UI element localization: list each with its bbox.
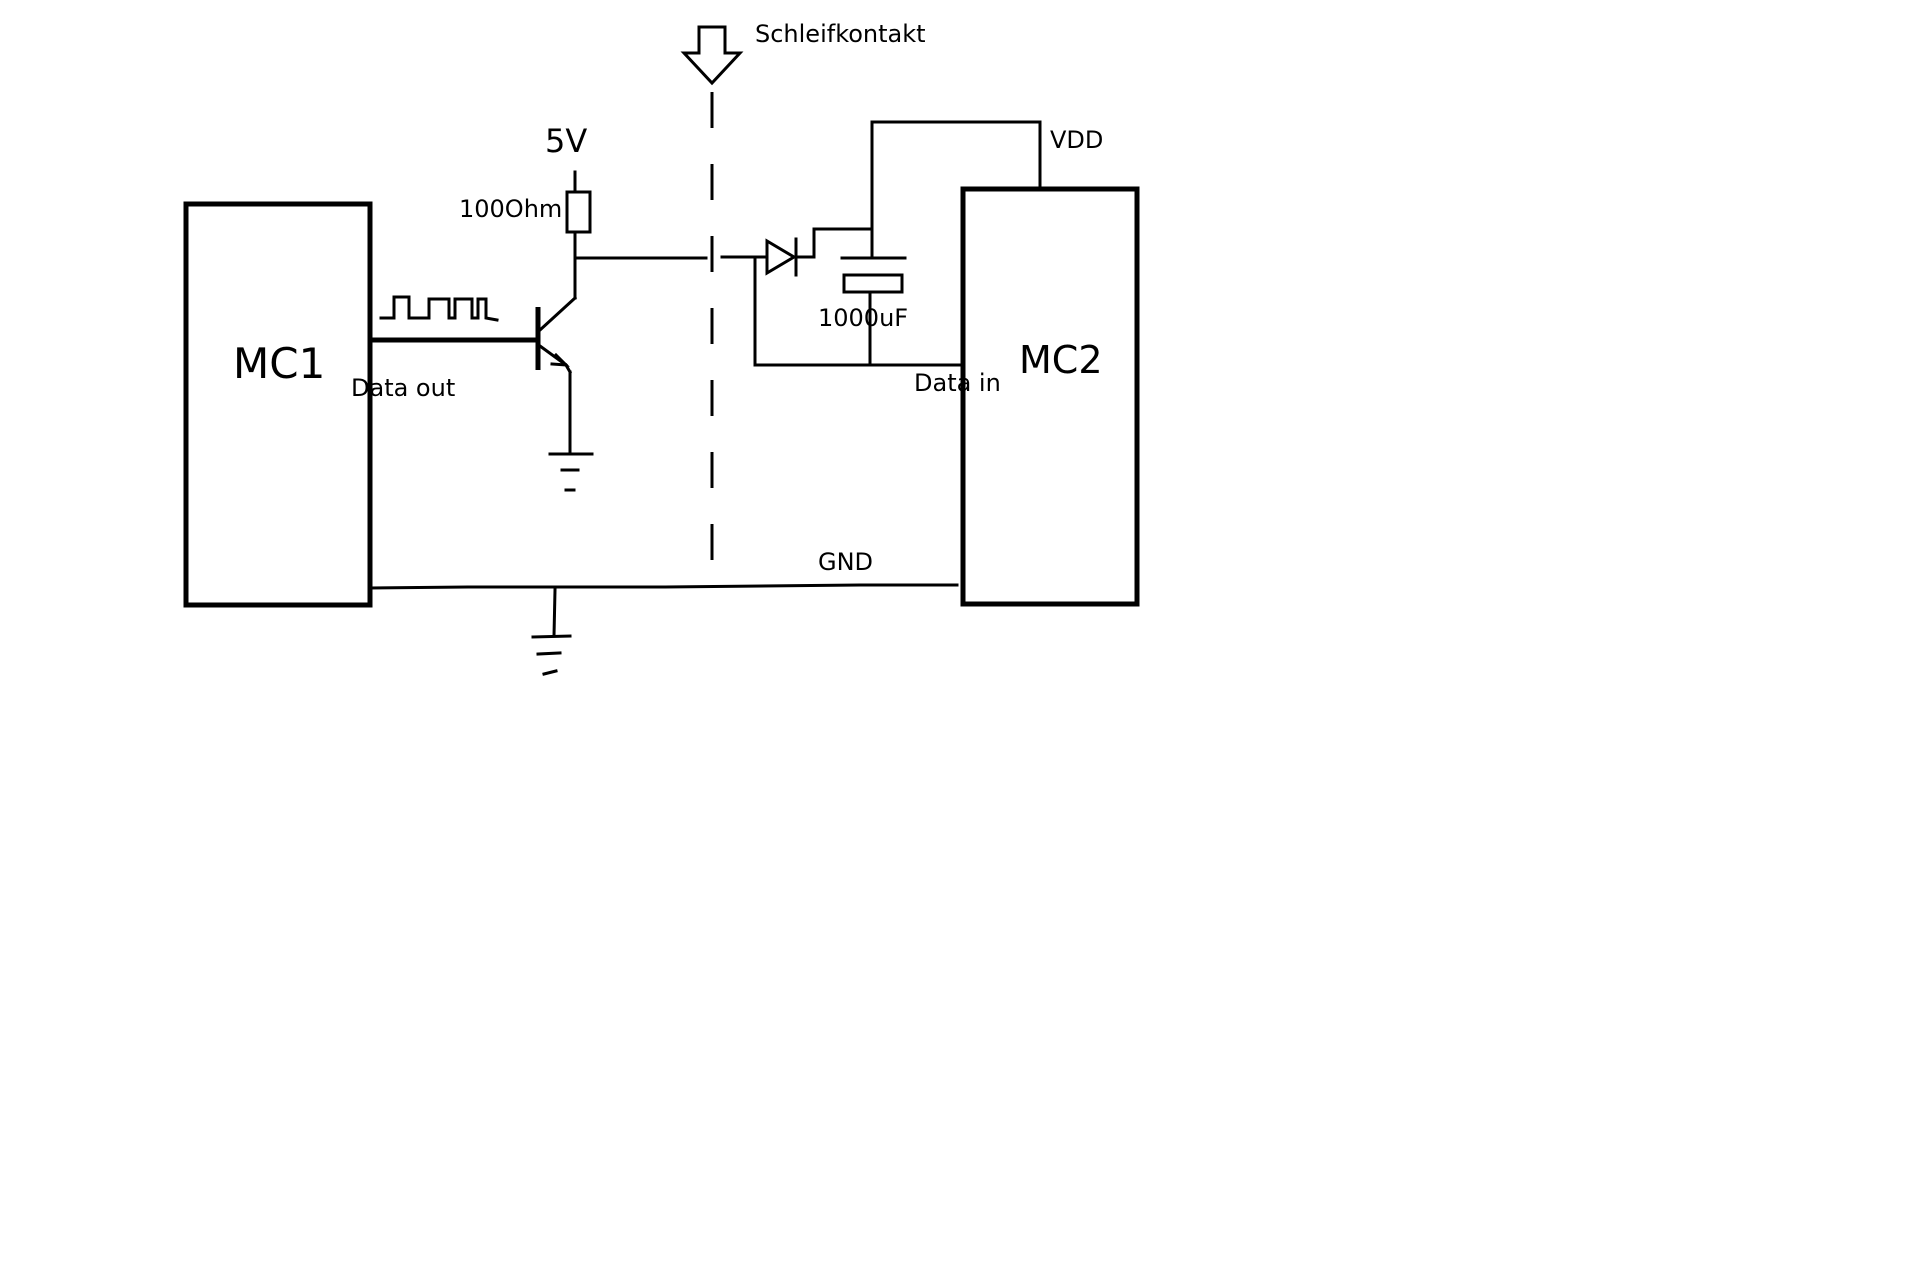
vdd-wire [870, 120, 1042, 260]
mc2-block [960, 186, 1140, 607]
slip-contact-label: Schleifkontakt [755, 20, 926, 48]
gnd-wire [368, 583, 959, 590]
mc1-block [183, 201, 373, 608]
data-in-label: Data in [914, 369, 1001, 397]
vdd-label: VDD [1050, 126, 1103, 154]
gnd-label: GND [818, 548, 873, 576]
mc1-label: MC1 [233, 339, 325, 388]
diode-symbol [765, 227, 872, 277]
main-ground-icon [531, 588, 572, 676]
resistor-label: 100Ohm [459, 195, 562, 223]
supply-5v-label: 5V [545, 122, 587, 160]
data-out-label: Data out [351, 374, 455, 402]
capacitor-label: 1000uF [818, 304, 908, 332]
emitter-ground-icon [548, 452, 594, 492]
npn-transistor [535, 256, 578, 454]
slip-contact-arrow-icon [680, 25, 744, 86]
square-wave-signal [379, 295, 499, 322]
capacitor-symbol [840, 227, 907, 367]
resistor-symbol [565, 190, 592, 234]
mc2-label: MC2 [1019, 338, 1103, 382]
